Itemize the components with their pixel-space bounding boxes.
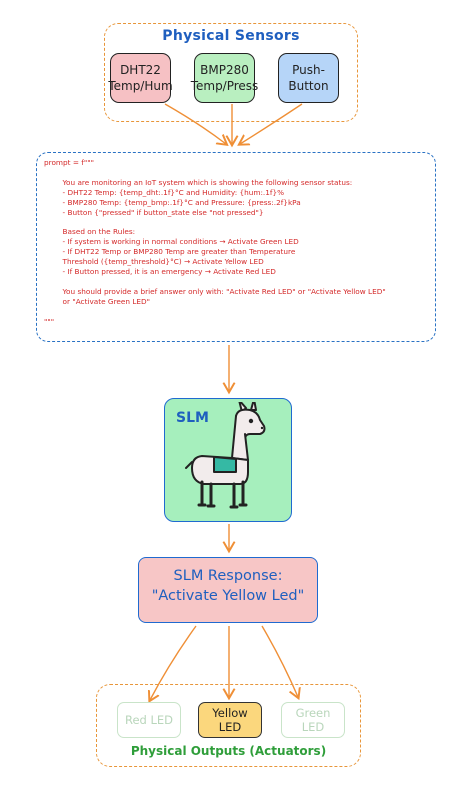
led-yellow: Yellow LED (198, 702, 262, 738)
arrow-dht22-to-prompt (164, 103, 226, 144)
outputs-title: Physical Outputs (Actuators) (130, 744, 327, 758)
arrow-response-to-red (150, 625, 197, 700)
sensor-bmp280: BMP280 Temp/Press (191, 53, 258, 103)
sensors-title: Physical Sensors (162, 28, 300, 44)
sensor-dht22: DHT22 Temp/Hum (108, 53, 173, 103)
led-green: Green LED (281, 702, 345, 738)
response-text: SLM Response: "Activate Yellow Led" (151, 568, 305, 604)
prompt-text: prompt = f""" You are monitoring an IoT … (44, 158, 386, 326)
slm-label: SLM (176, 410, 209, 426)
sensor-push-button: Push- Button (278, 53, 339, 103)
arrow-response-to-green (261, 625, 298, 697)
outputs-group (96, 684, 361, 767)
sensors-group (104, 23, 358, 122)
prompt-box (36, 152, 436, 342)
response-box (138, 557, 318, 623)
arrow-button-to-prompt (240, 103, 303, 144)
led-red: Red LED (117, 702, 181, 738)
llama-icon (185, 402, 266, 509)
